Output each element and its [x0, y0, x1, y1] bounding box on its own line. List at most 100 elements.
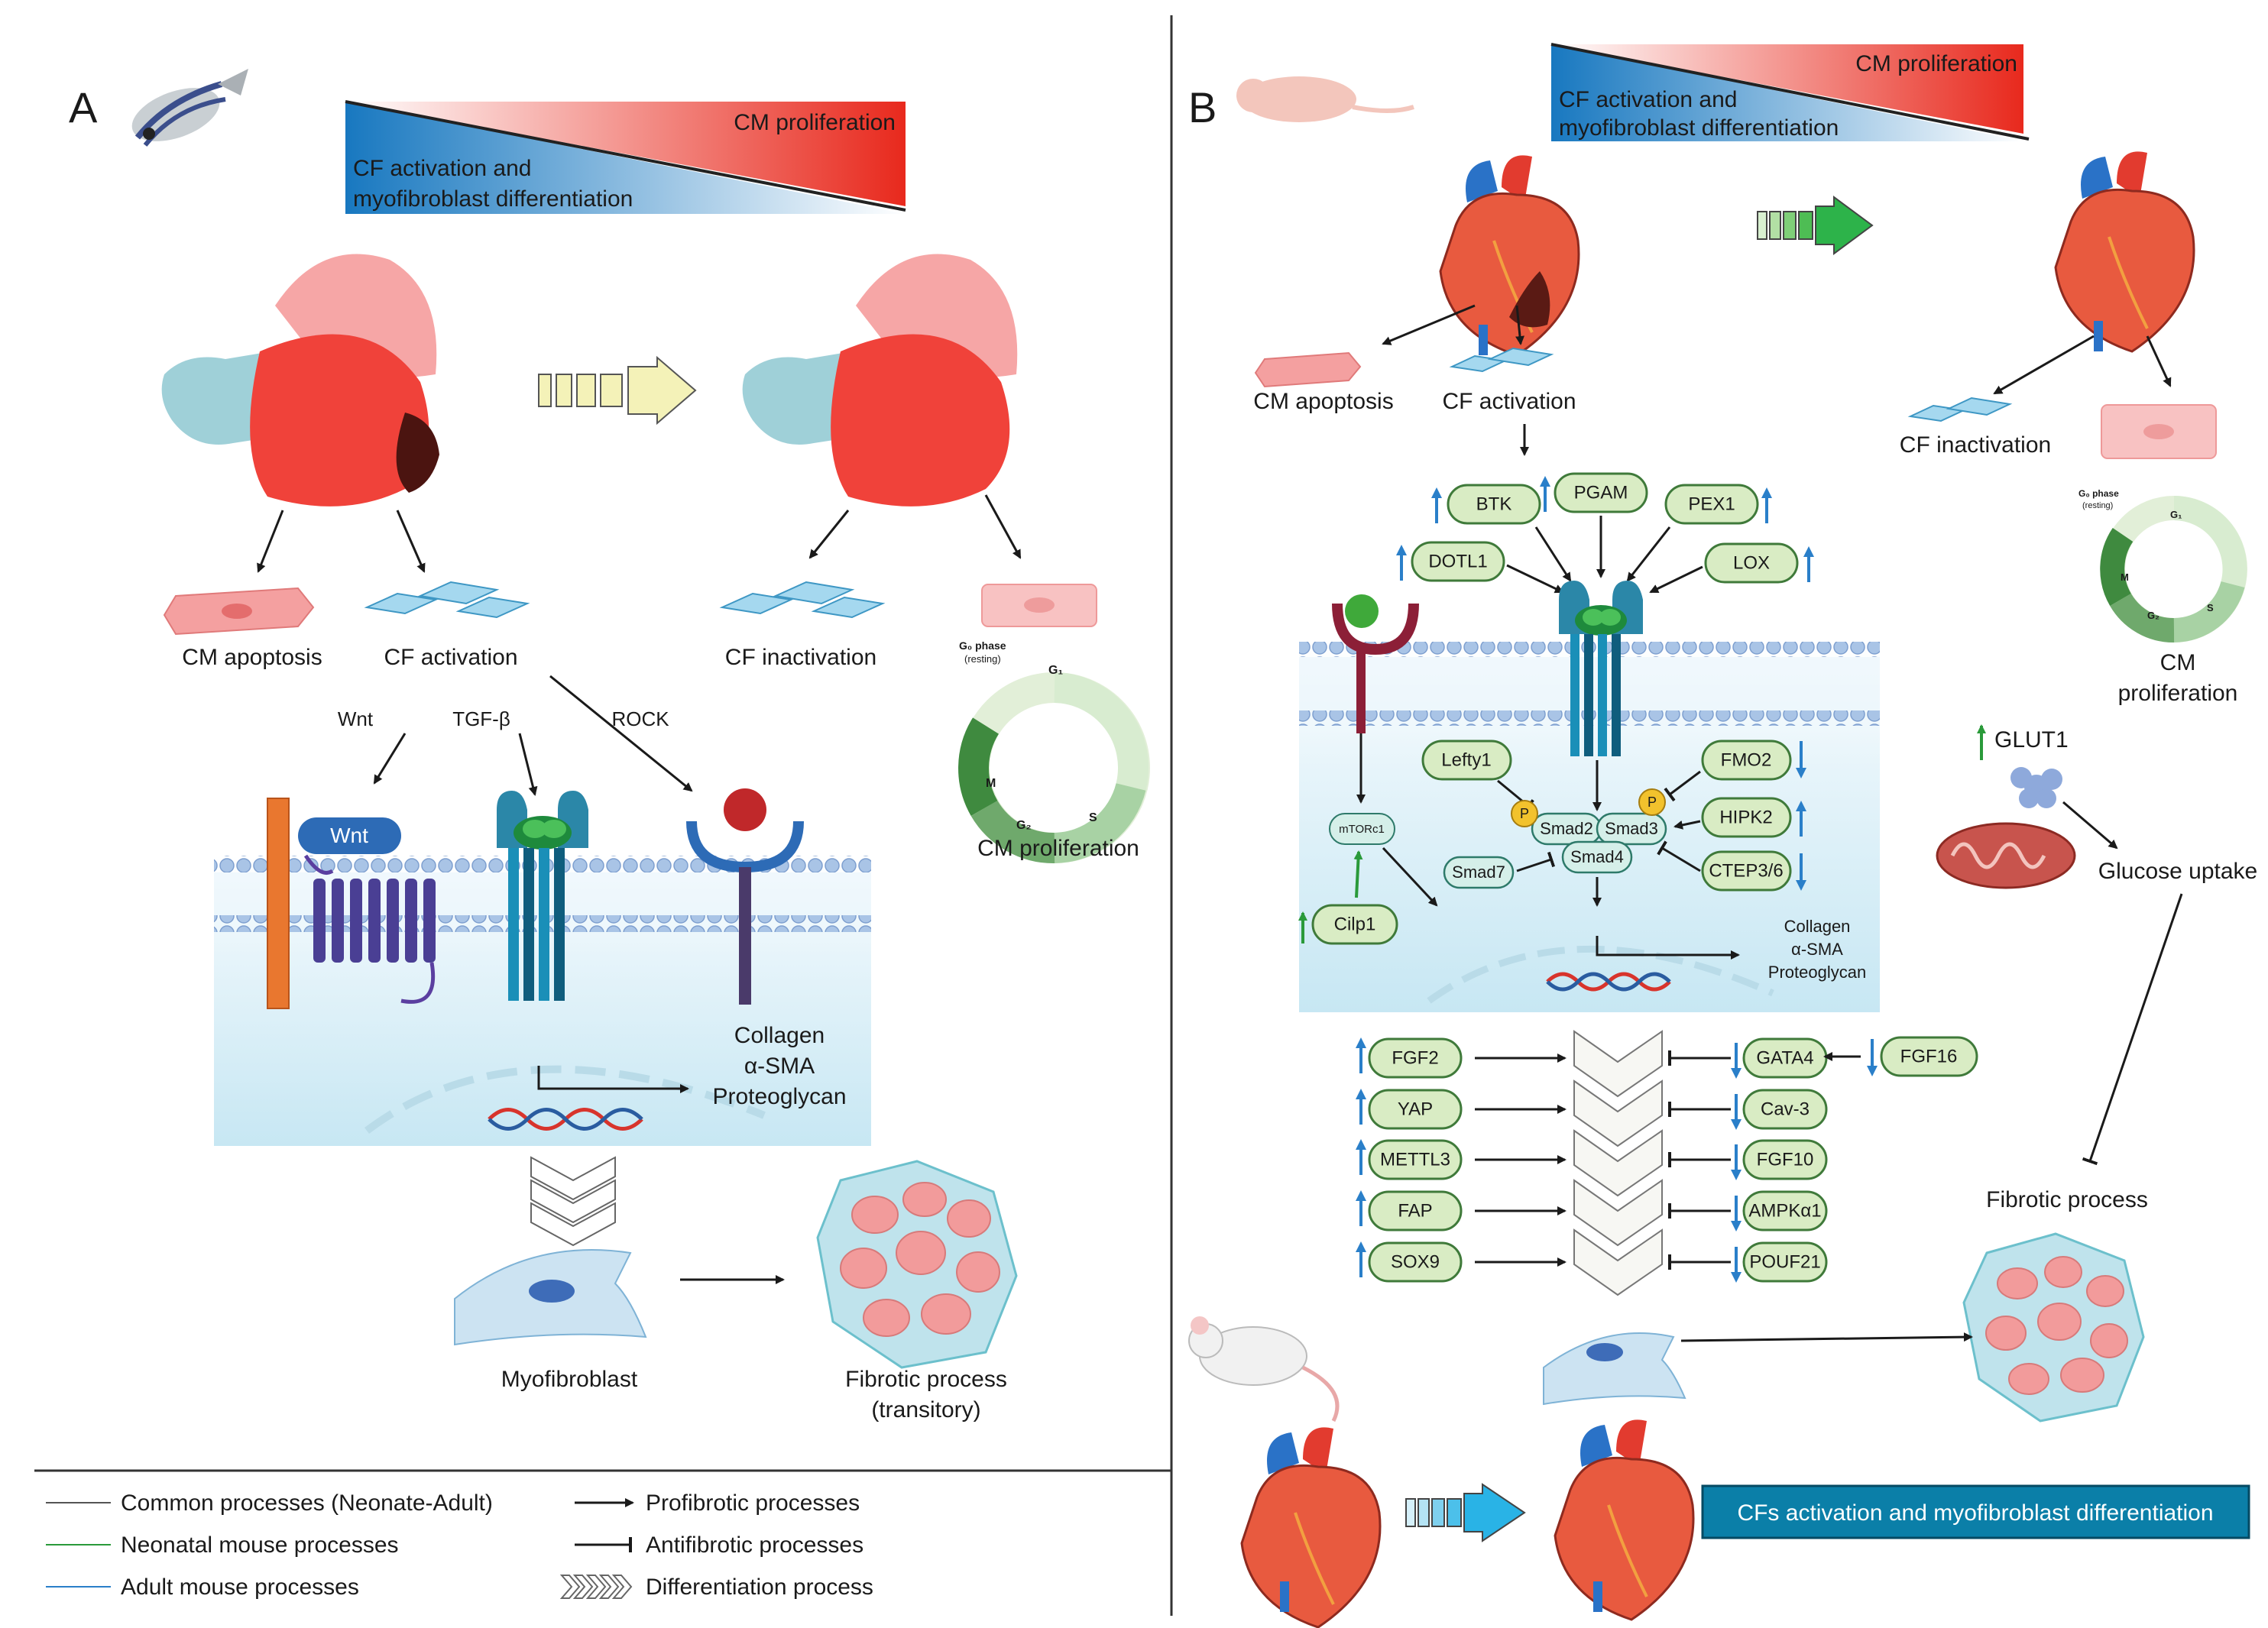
- arrow-heart-to-apoptosis: [257, 510, 284, 573]
- pill-profibrotic-label: SOX9: [1391, 1251, 1440, 1272]
- pill-antifibrotic: [1742, 1241, 1828, 1283]
- product-b-asma: α-SMA: [1791, 940, 1843, 959]
- progression-arrow-yellow: [538, 355, 697, 426]
- product-b-proteoglycan: Proteoglycan: [1768, 963, 1866, 982]
- legend-swatch-differentiation: [559, 1575, 633, 1599]
- tgfb-receptor-b: [1559, 581, 1643, 756]
- pill-antifibrotic-label: GATA4: [1756, 1047, 1813, 1068]
- fibroblast-cluster-inactive-icon: [719, 581, 886, 619]
- zebrafish-icon: [131, 69, 248, 147]
- arrow-dotl1-receptor: [1506, 564, 1564, 594]
- tgfb-receptor-a: [497, 791, 588, 1001]
- product-a-asma: α-SMA: [744, 1054, 815, 1079]
- arrow-cf-to-tgfb: [518, 733, 538, 796]
- pill-btk: [1447, 484, 1541, 525]
- heart-neonatal-icon: [1439, 155, 1580, 357]
- pill-profibrotic: [1368, 1241, 1463, 1283]
- arrow-heart-to-proliferation: [984, 494, 1022, 559]
- arrow-heart-to-cf-inactivation: [808, 510, 850, 559]
- dna-icon-a: [488, 1108, 643, 1131]
- pill-antifibrotic: [1742, 1139, 1828, 1180]
- cycle-b-g0-1: G₀ phase: [2078, 488, 2119, 499]
- fibrotic-label-a-2: (transitory): [871, 1397, 980, 1422]
- glut1-label: GLUT1: [1994, 727, 2069, 753]
- adult-mouse-icon: [1188, 1316, 1340, 1422]
- cilp1-receptor: [1332, 594, 1419, 733]
- pill-profibrotic-label: FGF2: [1392, 1047, 1438, 1068]
- transcription-arrow-b: [1596, 936, 1740, 960]
- arrow-cf-to-rock: [549, 675, 693, 792]
- progression-arrow-green: [1757, 196, 1874, 255]
- heart-adult-fibrotic-icon: [1554, 1419, 1695, 1621]
- pill-btk-label: BTK: [1476, 494, 1512, 514]
- rock-pathway-label: ROCK: [611, 707, 669, 730]
- pill-cilp1-label: Cilp1: [1334, 914, 1376, 934]
- cell-cycle-b: G₀ phase (resting) G₁ S G₂ M: [2078, 488, 2247, 643]
- gradient-a-bottom-2: myofibroblast differentiation: [353, 186, 633, 212]
- cf-activation-label-a: CF activation: [384, 645, 517, 670]
- glut1-transporter-icon: [2010, 767, 2062, 808]
- cfs-activation-box: [1701, 1484, 2250, 1539]
- pill-profibrotic-label: METTL3: [1380, 1149, 1450, 1170]
- legend-adult: Adult mouse processes: [121, 1575, 359, 1600]
- inhibit-smad7: [1516, 851, 1556, 872]
- pill-lefty1-label: Lefty1: [1441, 749, 1491, 770]
- smad3-box: [1596, 812, 1667, 846]
- cycle-a-m: M: [986, 777, 996, 790]
- smad4-label: Smad4: [1570, 847, 1624, 866]
- legend-common: Common processes (Neonate-Adult): [121, 1490, 493, 1516]
- rock-receptor: [686, 788, 804, 1005]
- inhibit-fmo2: [1664, 770, 1701, 802]
- injured-heart-left: [161, 254, 439, 507]
- heart-adult-injured-icon: [1240, 1427, 1382, 1628]
- pill-pex1: [1664, 484, 1759, 525]
- cf-activation-label-b: CF activation: [1442, 389, 1576, 414]
- fibrotic-tissue-b: [1962, 1232, 2145, 1422]
- fibroblast-cluster-icon: [364, 581, 530, 619]
- cm-proliferation-label-b-2: proliferation: [2118, 681, 2238, 706]
- pill-hipk2-label: HIPK2: [1719, 807, 1772, 827]
- pill-profibrotic: [1368, 1037, 1463, 1079]
- pill-dotl1: [1411, 541, 1505, 582]
- inhibit-glucose-fibrosis: [2082, 893, 2183, 1166]
- pill-lefty1: [1421, 740, 1512, 781]
- smad3-label: Smad3: [1605, 819, 1658, 838]
- cycle-b-g2: G₂: [2147, 610, 2159, 621]
- proliferating-cm-icon: [981, 584, 1097, 627]
- gradient-a-top: CM proliferation: [734, 110, 896, 135]
- panel-b-label: B: [1188, 83, 1217, 131]
- fibroblast-cluster-inactive-icon-b: [1907, 396, 2013, 422]
- gradient-box-b: CM proliferation CF activation and myofi…: [1550, 43, 2030, 141]
- pill-fgf16-label: FGF16: [1900, 1046, 1958, 1066]
- product-a-proteoglycan: Proteoglycan: [712, 1084, 846, 1109]
- arrow-hipk2-smad: [1673, 820, 1701, 830]
- phospho-smad3-label: P: [1648, 795, 1657, 810]
- pill-pgam: [1554, 472, 1648, 513]
- arrow-heart-to-apoptosis-b: [1382, 304, 1476, 345]
- arrow-cf-to-wnt: [373, 733, 407, 785]
- cycle-b-m: M: [2121, 571, 2129, 583]
- cycle-a-g1: G₁: [1048, 664, 1063, 677]
- cf-inactivation-label-b: CF inactivation: [1900, 432, 2051, 458]
- legend: Common processes (Neonate-Adult) Neonata…: [46, 1490, 873, 1600]
- pill-cilp1: [1311, 904, 1398, 945]
- panel-b: B CM proliferation CF activation and myo…: [1188, 43, 2257, 1628]
- pill-pgam-label: PGAM: [1574, 482, 1628, 503]
- pill-profibrotic: [1368, 1089, 1463, 1130]
- gradient-box-a: CM proliferation CF activation and myofi…: [345, 100, 906, 214]
- arrow-glut1-glucose: [2062, 801, 2118, 850]
- dna-icon-b: [1546, 972, 1671, 992]
- arrow-mtorc1-nucleus: [1382, 846, 1438, 907]
- cf-inactivation-label-a: CF inactivation: [725, 645, 876, 670]
- gradient-b-bottom-2: myofibroblast differentiation: [1559, 115, 1839, 141]
- product-a-collagen: Collagen: [734, 1023, 825, 1048]
- pill-antifibrotic-label: FGF10: [1757, 1149, 1814, 1170]
- pill-antifibrotic: [1742, 1089, 1828, 1130]
- cycle-b-s: S: [2207, 602, 2214, 613]
- pill-fmo2-label: FMO2: [1721, 749, 1772, 770]
- pill-dotl1-label: DOTL1: [1428, 551, 1487, 571]
- phospho-smad2-label: P: [1520, 806, 1529, 821]
- pill-lox: [1704, 542, 1799, 584]
